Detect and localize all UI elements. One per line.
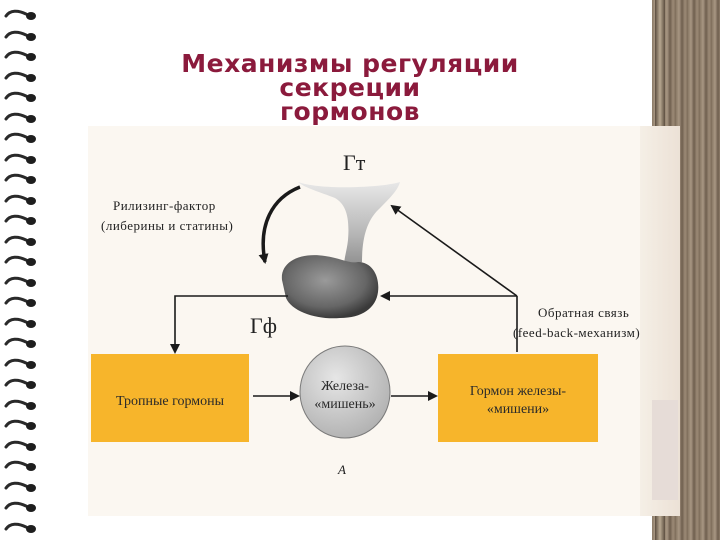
binding-ring bbox=[4, 501, 36, 512]
figure-letter: А bbox=[338, 462, 346, 477]
pituitary-shape bbox=[281, 255, 379, 319]
binding-ring bbox=[4, 296, 36, 307]
binding-ring bbox=[4, 9, 36, 20]
binding-ring bbox=[4, 276, 36, 287]
binding-ring bbox=[4, 399, 36, 410]
binding-ring bbox=[4, 419, 36, 430]
binding-ring bbox=[4, 337, 36, 348]
binding-ring bbox=[4, 112, 36, 123]
binding-ring bbox=[4, 235, 36, 246]
target-hormone-line-1: Гормон железы- bbox=[469, 384, 567, 399]
binding-ring bbox=[4, 71, 36, 82]
target-hormone-line-2: «мишени» bbox=[486, 402, 550, 417]
binding-ring bbox=[4, 358, 36, 369]
feedback-line-1: Обратная связь bbox=[538, 305, 630, 320]
tropic-hormones-text: Тропные гормоны bbox=[115, 394, 225, 409]
releasing-factor-line-1: Рилизинг-фактор bbox=[113, 198, 216, 213]
binding-ring bbox=[4, 132, 36, 143]
feedback-arrow-to-hypothalamus bbox=[390, 204, 518, 297]
binding-ring bbox=[4, 440, 36, 451]
target-hormone-text: Гормон железы- «мишени» bbox=[440, 383, 596, 419]
target-gland-text: Железа- «мишень» bbox=[300, 378, 390, 414]
hypothalamus-label: Гт bbox=[343, 150, 366, 175]
binding-ring bbox=[4, 378, 36, 389]
title-line-1: Механизмы регуляции bbox=[181, 49, 519, 78]
binding-ring bbox=[4, 522, 36, 533]
scan-edge-strip bbox=[652, 400, 678, 500]
target-gland-line-1: Железа- bbox=[321, 379, 369, 394]
target-gland-circle bbox=[299, 345, 391, 439]
feedback-label: Обратная связь (feed-back-механизм) bbox=[513, 303, 640, 343]
pituitary-label: Гф bbox=[250, 313, 277, 338]
binding-ring bbox=[4, 91, 36, 102]
binding-ring bbox=[4, 214, 36, 225]
binding-ring bbox=[4, 153, 36, 164]
binding-ring bbox=[4, 460, 36, 471]
hypothalamus-shape bbox=[298, 182, 400, 270]
releasing-factor-line-2: (либерины и статины) bbox=[101, 218, 234, 233]
releasing-factor-label: Рилизинг-фактор (либерины и статины) bbox=[101, 196, 233, 236]
spiral-binding bbox=[0, 0, 42, 540]
binding-ring bbox=[4, 481, 36, 492]
title-line-2: секреции bbox=[279, 73, 421, 102]
slide-title: Механизмы регуляции секреции гормонов bbox=[120, 49, 580, 126]
pituitary-to-tropic-arrow bbox=[170, 295, 288, 354]
target-gland-line-2: «мишень» bbox=[314, 397, 376, 412]
binding-ring bbox=[4, 50, 36, 61]
binding-ring bbox=[4, 255, 36, 266]
target-hormone-box bbox=[438, 354, 598, 442]
binding-ring bbox=[4, 173, 36, 184]
binding-ring bbox=[4, 194, 36, 205]
releasing-factor-arrow bbox=[258, 185, 301, 264]
feedback-line-2: (feed-back-механизм) bbox=[513, 325, 641, 340]
binding-ring bbox=[4, 30, 36, 41]
title-line-3: гормонов bbox=[279, 97, 420, 126]
tropic-hormones-box bbox=[91, 354, 249, 442]
binding-ring bbox=[4, 317, 36, 328]
